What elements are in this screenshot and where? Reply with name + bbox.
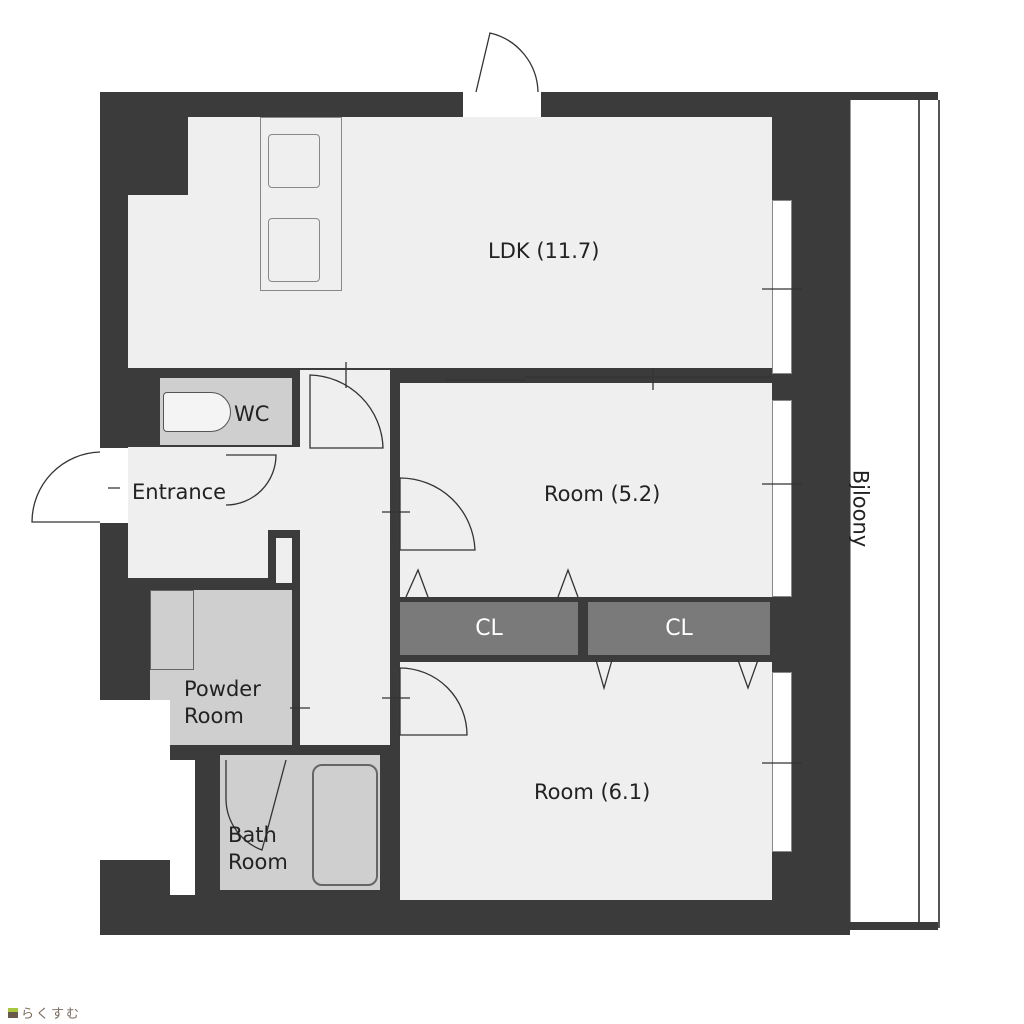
washbasin	[150, 590, 194, 670]
powder-room-label: Powder Room	[184, 676, 261, 730]
watermark-text: らくすむ	[21, 1007, 82, 1022]
closet-2: CL	[588, 602, 770, 655]
front-door-swing	[475, 32, 539, 93]
entrance-door-opening	[100, 448, 128, 523]
entrance-door-swing	[31, 451, 101, 523]
front-door-opening	[463, 92, 541, 117]
closet-1-label: CL	[475, 616, 503, 641]
sink	[268, 218, 320, 282]
window-room2	[772, 672, 792, 852]
balcony-bottom-edge	[850, 922, 938, 930]
room-5-2-label: Room (5.2)	[544, 482, 661, 506]
powder-line2: Room	[184, 704, 244, 728]
bathtub	[312, 764, 378, 886]
ldk-label: LDK (11.7)	[488, 239, 600, 263]
wc-label: WC	[234, 402, 270, 426]
window-ldk	[772, 200, 792, 374]
balcony-top-edge	[850, 92, 938, 100]
balcony	[850, 100, 939, 930]
bottom-left-notch	[100, 700, 170, 860]
entrance-label: Entrance	[132, 480, 227, 504]
bath-line1: Bath	[228, 823, 277, 847]
stove	[268, 134, 320, 188]
window-room1	[772, 400, 792, 597]
watermark-logo: らくすむ	[8, 1003, 81, 1022]
hallway	[300, 370, 390, 745]
balcony-label: Bjloony	[848, 469, 873, 548]
closet-2-label: CL	[665, 616, 693, 641]
toilet-icon	[163, 392, 231, 432]
bath-line2: Room	[228, 850, 288, 874]
house-icon	[8, 1007, 18, 1018]
powder-line1: Powder	[184, 677, 261, 701]
hall-pillar-inner	[276, 538, 292, 583]
ldk-room	[188, 117, 772, 197]
ldk-room-lower	[128, 195, 772, 368]
balcony-rail	[918, 100, 940, 928]
bath-room-label: Bath Room	[228, 822, 288, 876]
room-6-1-label: Room (6.1)	[534, 780, 651, 804]
closet-1: CL	[400, 602, 578, 655]
bottom-left-notch2	[170, 760, 195, 895]
